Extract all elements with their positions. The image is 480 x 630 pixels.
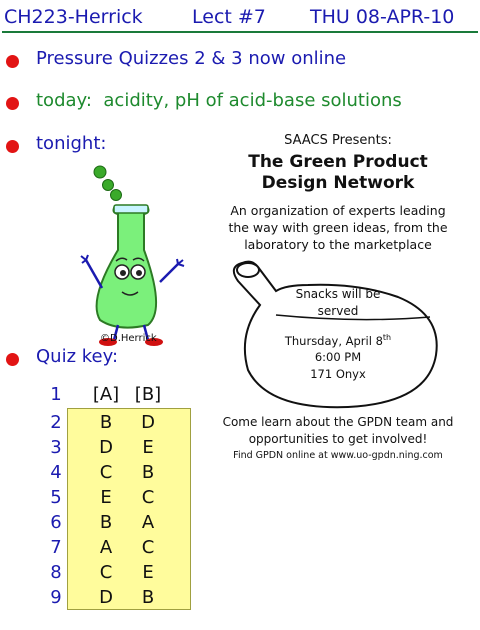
flyer-desc-line-3: laboratory to the marketplace — [244, 237, 432, 252]
flyer-event-time: 6:00 PM — [314, 350, 362, 364]
quiz-key-answer-b: A — [141, 512, 155, 533]
quiz-key-answer-b: E — [142, 562, 154, 583]
bullet-dot-icon — [6, 140, 19, 153]
quiz-key-answer-a: D — [99, 587, 113, 608]
gpdn-event-flyer: SAACS Presents: The Green Product Design… — [198, 130, 478, 470]
quiz-key-col-b-header: [B] — [134, 384, 162, 405]
lecture-header: CH223-Herrick Lect #7 THU 08-APR-10 — [0, 0, 480, 34]
quiz-key-answer-b: C — [141, 487, 155, 508]
quiz-key-answer-a: E — [100, 487, 112, 508]
quiz-key-answer-b: B — [141, 462, 155, 483]
bullet-dot-icon — [6, 97, 19, 110]
flyer-footer-line-1: Come learn about the GPDN team and — [222, 415, 454, 429]
bullet-text: today: acidity, pH of acid-base solution… — [36, 90, 402, 111]
quiz-key-first-number: 1 — [50, 384, 62, 405]
quiz-key-answer-b: B — [141, 587, 155, 608]
flyer-url: Find GPDN online at www.uo-gpdn.ning.com — [233, 450, 443, 461]
flyer-title-line-1: The Green Product — [248, 152, 428, 172]
quiz-key-col-a-header: [A] — [92, 384, 120, 405]
bullet-text: Quiz key: — [36, 346, 119, 367]
quiz-key-question-number: 7 — [50, 537, 62, 558]
quiz-key-answer-a: C — [99, 562, 113, 583]
date-label: THU 08-APR-10 — [310, 6, 455, 28]
flyer-event-day: Thursday, April 8 — [284, 333, 383, 348]
flask-cartoon-icon — [80, 165, 185, 346]
quiz-key-answer-box — [67, 408, 191, 610]
quiz-key-question-number: 9 — [50, 587, 62, 608]
bullet-text: tonight: — [36, 133, 107, 154]
quiz-key-question-number: 8 — [50, 562, 62, 583]
bullet-dot-icon — [6, 55, 19, 68]
flyer-footer-line-2: opportunities to get involved! — [248, 432, 428, 446]
quiz-key-answer-a: B — [99, 412, 113, 433]
bullet-text: Pressure Quizzes 2 & 3 now online — [36, 48, 347, 69]
quiz-key-answer-a: D — [99, 437, 113, 458]
flyer-presenter: SAACS Presents: — [284, 133, 392, 148]
quiz-key-answer-a: A — [99, 537, 113, 558]
flyer-event-date: Thursday, April 8th — [198, 333, 478, 348]
quiz-key-question-number: 4 — [50, 462, 62, 483]
quiz-key-question-number: 5 — [50, 487, 62, 508]
flyer-title: The Green Product Design Network — [198, 152, 478, 194]
flyer-description: An organization of experts leading the w… — [198, 202, 478, 253]
cartoon-credit: ©D.Herrick — [100, 333, 157, 344]
bullet-dot-icon — [6, 353, 19, 366]
course-label: CH223-Herrick — [4, 6, 143, 28]
quiz-key-question-number: 6 — [50, 512, 62, 533]
quiz-key-question-number: 2 — [50, 412, 62, 433]
quiz-key-header-row: 1 [A] [B] — [40, 384, 190, 406]
flyer-snacks-line-2: served — [317, 304, 359, 318]
flyer-title-line-2: Design Network — [261, 173, 415, 193]
lecture-label: Lect #7 — [192, 6, 266, 28]
quiz-key-answer-b: D — [141, 412, 155, 433]
header-divider — [2, 31, 478, 33]
flask-drawing-icon — [232, 260, 438, 409]
flyer-snacks-line-1: Snacks will be — [295, 287, 381, 301]
today-prefix: today: — [36, 90, 92, 111]
flyer-desc-line-1: An organization of experts leading — [230, 203, 446, 218]
flyer-event-room: 171 Onyx — [310, 367, 366, 381]
flyer-footer: Come learn about the GPDN team and oppor… — [198, 414, 478, 448]
quiz-key-answer-a: C — [99, 462, 113, 483]
quiz-key-question-number: 3 — [50, 437, 62, 458]
quiz-key-answer-b: C — [141, 537, 155, 558]
flyer-desc-line-2: the way with green ideas, from the — [228, 220, 448, 235]
quiz-key-answer-a: B — [99, 512, 113, 533]
quiz-key-answer-b: E — [142, 437, 154, 458]
flyer-event-day-suffix: th — [382, 333, 392, 342]
today-topics: acidity, pH of acid-base solutions — [103, 90, 402, 111]
